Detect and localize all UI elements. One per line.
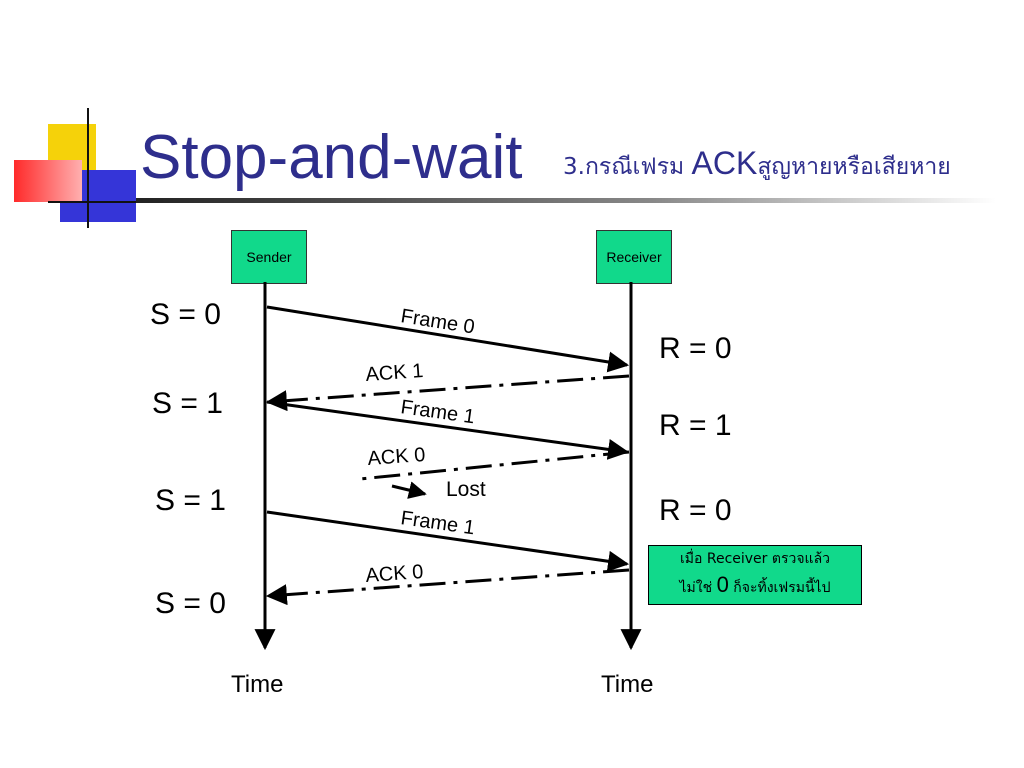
lost-label: Lost — [446, 478, 486, 501]
subtitle-prefix: 3.กรณีเฟรม — [563, 154, 692, 180]
receiver-note-box: เมื่อ Receiver ตรวจแล้ว ไม่ใช่ 0 ก็จะทิ้… — [648, 545, 862, 605]
receiver-state: R = 0 — [659, 332, 732, 365]
message-frame-1-retransmit-arrow — [266, 510, 630, 572]
message-ack-1-arrow — [265, 374, 630, 412]
message-frame-0-arrow — [266, 305, 630, 373]
title-rule — [136, 198, 996, 203]
receiver-box: Receiver — [596, 230, 672, 284]
message-ack-0-arrow — [265, 568, 630, 606]
note-line-2-suffix: ก็จะทิ้งเฟรมนี้ไป — [728, 580, 831, 596]
page-subtitle: 3.กรณีเฟรม ACKสูญหายหรือเสียหาย — [563, 143, 951, 187]
message-frame-1-label: Frame 1 — [399, 396, 476, 428]
receiver-label: Receiver — [606, 249, 662, 265]
message-frame-1-arrow — [266, 400, 630, 460]
page-title: Stop-and-wait — [140, 123, 523, 192]
message-ack-0-lost-label: ACK 0 — [367, 444, 426, 470]
subtitle-ack: ACK — [691, 145, 758, 181]
note-line-2: ไม่ใช่ 0 ก็จะทิ้งเฟรมนี้ไป — [649, 572, 861, 601]
time-label-sender: Time — [231, 671, 284, 698]
sender-box: Sender — [231, 230, 307, 284]
sender-state: S = 1 — [155, 484, 226, 517]
subtitle-suffix: สูญหายหรือเสียหาย — [757, 154, 951, 180]
message-ack-1-label: ACK 1 — [365, 360, 424, 386]
lost-pointer-arrow — [391, 481, 427, 499]
note-line-2-prefix: ไม่ใช่ — [679, 580, 717, 596]
deco-red-square — [14, 160, 82, 202]
note-line-1: เมื่อ Receiver ตรวจแล้ว — [679, 551, 831, 567]
receiver-state: R = 0 — [659, 494, 732, 527]
sender-label: Sender — [246, 249, 292, 265]
note-line-2-digit: 0 — [716, 572, 729, 597]
sender-state: S = 0 — [150, 298, 221, 331]
time-label-receiver: Time — [601, 671, 654, 698]
message-frame-1-retransmit-label: Frame 1 — [399, 507, 476, 539]
message-ack-0-label: ACK 0 — [365, 561, 424, 587]
sender-state: S = 0 — [155, 587, 226, 620]
sender-state: S = 1 — [152, 387, 223, 420]
decoration-logo — [14, 108, 996, 228]
receiver-state: R = 1 — [659, 409, 732, 442]
